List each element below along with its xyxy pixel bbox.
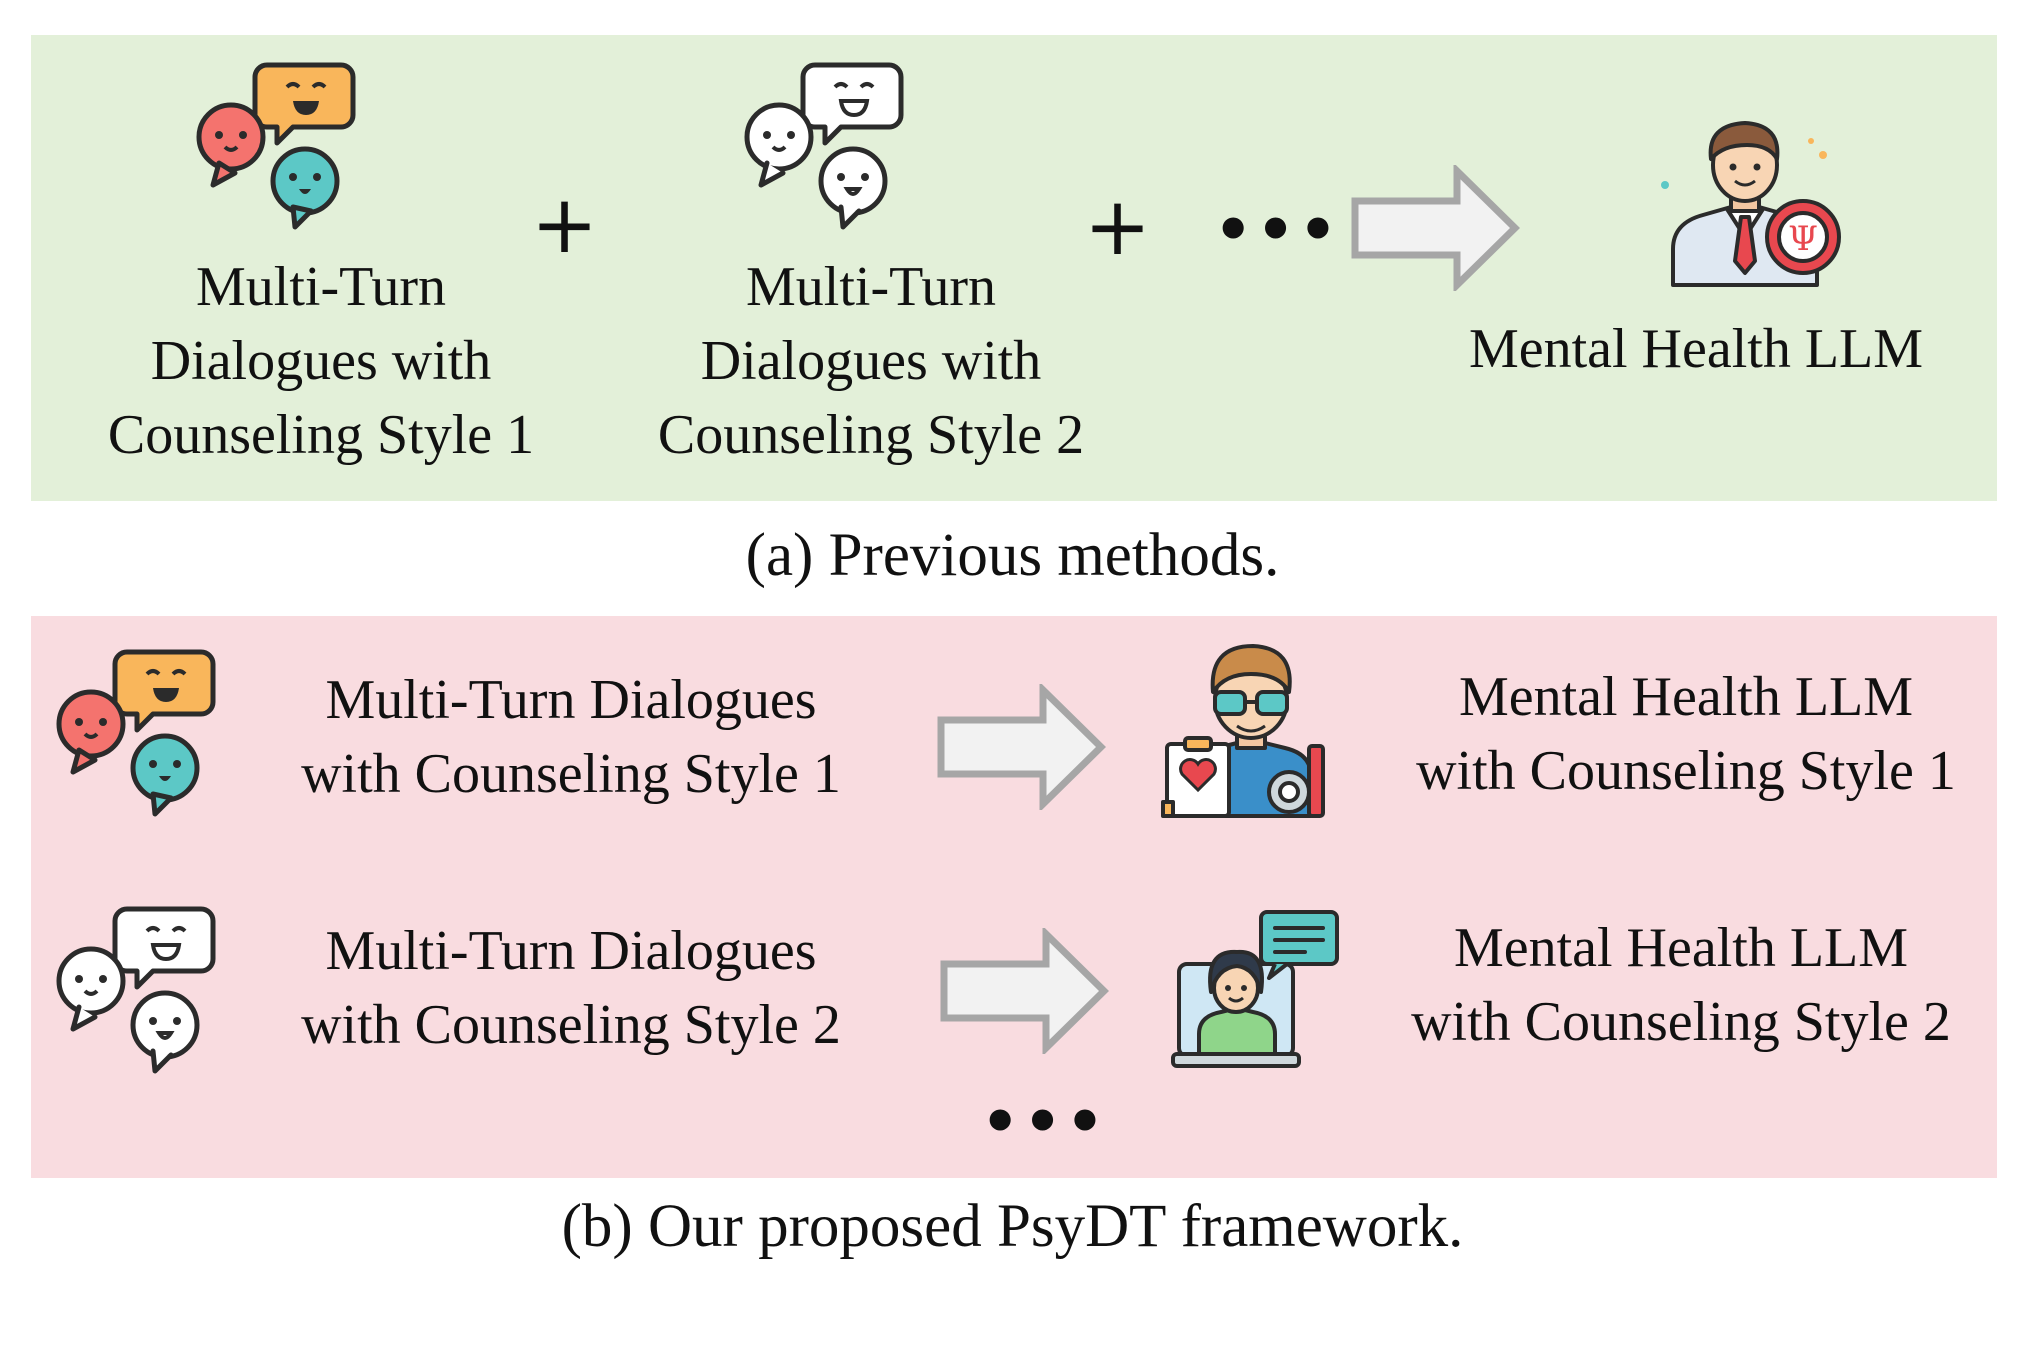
label-line: Counseling Style 2: [657, 404, 1085, 466]
ellipsis: •••: [1214, 195, 1342, 265]
label-line: with Counseling Style 2: [301, 994, 841, 1056]
arrow-icon: [1351, 165, 1520, 291]
colored-chat-bubbles-icon: [56, 649, 216, 817]
label-line: Counseling Style 1: [107, 404, 535, 466]
arrow-icon: [940, 928, 1109, 1054]
ellipsis: •••: [981, 1087, 1109, 1157]
label-line: Multi-Turn Dialogues: [325, 920, 817, 982]
row2-dialogue-label: Multi-Turn Dialogues with Counseling Sty…: [261, 914, 881, 1062]
online-counselor-icon: [1171, 910, 1339, 1068]
label-line: Multi-Turn: [195, 256, 446, 318]
panel-previous-methods: Multi-Turn Dialogues with Counseling Sty…: [31, 35, 1997, 501]
label-line: with Counseling Style 2: [1411, 991, 1951, 1053]
row2-result-label: Mental Health LLM with Counseling Style …: [1371, 911, 1991, 1059]
row1-dialogue-label: Multi-Turn Dialogues with Counseling Sty…: [261, 663, 881, 811]
panel-psydt-framework: Multi-Turn Dialogues with Counseling Sty…: [31, 616, 1997, 1178]
dialogue-style-1-label: Multi-Turn Dialogues with Counseling Sty…: [41, 250, 601, 472]
plus-sign: +: [531, 178, 599, 271]
label-line: Dialogues with: [150, 330, 492, 392]
outline-chat-bubbles-icon: [56, 906, 216, 1074]
outline-chat-bubbles-icon: [744, 62, 904, 230]
psychologist-icon: Ψ: [1661, 121, 1841, 287]
arrow-icon: [937, 684, 1106, 810]
label-line: Dialogues with: [700, 330, 1042, 392]
label-line: Multi-Turn Dialogues: [325, 669, 817, 731]
row1-result-label: Mental Health LLM with Counseling Style …: [1376, 660, 1996, 808]
label-line: Mental Health LLM: [1458, 666, 1914, 728]
label-line: with Counseling Style 1: [1416, 740, 1956, 802]
caption-previous-methods: (a) Previous methods.: [745, 522, 1280, 589]
svg-text:Ψ: Ψ: [1788, 219, 1818, 259]
label-line: with Counseling Style 1: [301, 743, 841, 805]
mental-health-llm-label: Mental Health LLM: [1468, 318, 1924, 380]
label-line: Mental Health LLM: [1453, 917, 1909, 979]
dialogue-style-2-label: Multi-Turn Dialogues with Counseling Sty…: [591, 250, 1151, 472]
label-line: Multi-Turn: [745, 256, 996, 318]
counselor-with-glasses-icon: [1161, 644, 1325, 818]
plus-sign: +: [1084, 180, 1152, 273]
colored-chat-bubbles-icon: [196, 62, 356, 230]
caption-psydt-framework: (b) Our proposed PsyDT framework.: [561, 1193, 1464, 1260]
